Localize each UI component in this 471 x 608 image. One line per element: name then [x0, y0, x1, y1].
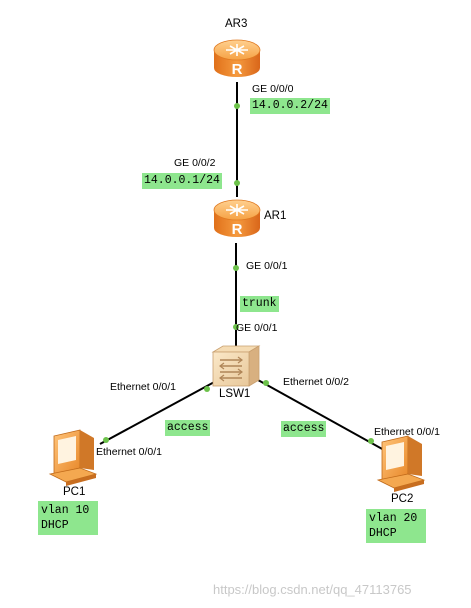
port-label-ar1-ge001: GE 0/0/1: [246, 260, 288, 272]
port-dot-ar3: [234, 103, 240, 109]
pc1-icon[interactable]: [48, 429, 98, 486]
port-dot-lsw1-left: [204, 386, 210, 392]
port-label-ar3-ge000: GE 0/0/0: [252, 83, 294, 95]
port-dot-ar1-bottom: [233, 265, 239, 271]
ar1-label: AR1: [264, 210, 287, 222]
ip-tag-ar3: 14.0.0.2/24: [250, 98, 330, 114]
router-ar1-icon[interactable]: R: [213, 199, 261, 238]
port-label-pc2-eth001: Ethernet 0/0/1: [374, 426, 440, 438]
port-label-lsw1-eth002: Ethernet 0/0/2: [283, 376, 349, 388]
pc2-info-box: vlan 20 DHCP: [366, 509, 426, 543]
port-dot-lsw1-right: [263, 380, 269, 386]
port-dot-pc1: [103, 437, 109, 443]
pc1-label: PC1: [63, 486, 86, 498]
link-lsw1-pc2: [257, 379, 385, 451]
port-label-lsw1-ge001: GE 0/0/1: [236, 322, 278, 334]
svg-text:R: R: [232, 221, 243, 238]
link-lsw1-pc1: [99, 379, 219, 445]
lsw1-label: LSW1: [219, 388, 251, 400]
router-ar3-icon[interactable]: R: [213, 39, 261, 78]
pc1-info-box: vlan 10 DHCP: [38, 501, 98, 535]
pc2-vlan: vlan 20: [369, 512, 418, 525]
ar3-label: AR3: [225, 18, 248, 30]
port-dot-ar1-top: [234, 180, 240, 186]
pc2-mode: DHCP: [369, 527, 397, 540]
port-dot-pc2: [368, 438, 374, 444]
trunk-tag: trunk: [240, 296, 279, 312]
svg-text:R: R: [232, 61, 243, 78]
port-label-ar1-ge002: GE 0/0/2: [174, 157, 216, 169]
pc2-label: PC2: [391, 493, 414, 505]
port-label-lsw1-eth001: Ethernet 0/0/1: [110, 381, 176, 393]
switch-lsw1-icon[interactable]: [211, 345, 261, 387]
ip-tag-ar1: 14.0.0.1/24: [142, 173, 222, 189]
pc2-icon[interactable]: [376, 435, 426, 492]
watermark: https://blog.csdn.net/qq_47113765: [213, 582, 412, 597]
access-tag-left: access: [165, 420, 211, 436]
pc1-vlan: vlan 10: [41, 504, 90, 517]
access-tag-right: access: [281, 421, 327, 437]
port-label-pc1-eth001: Ethernet 0/0/1: [96, 446, 162, 458]
port-dot-lsw1-top: [233, 324, 239, 330]
pc1-mode: DHCP: [41, 519, 69, 532]
